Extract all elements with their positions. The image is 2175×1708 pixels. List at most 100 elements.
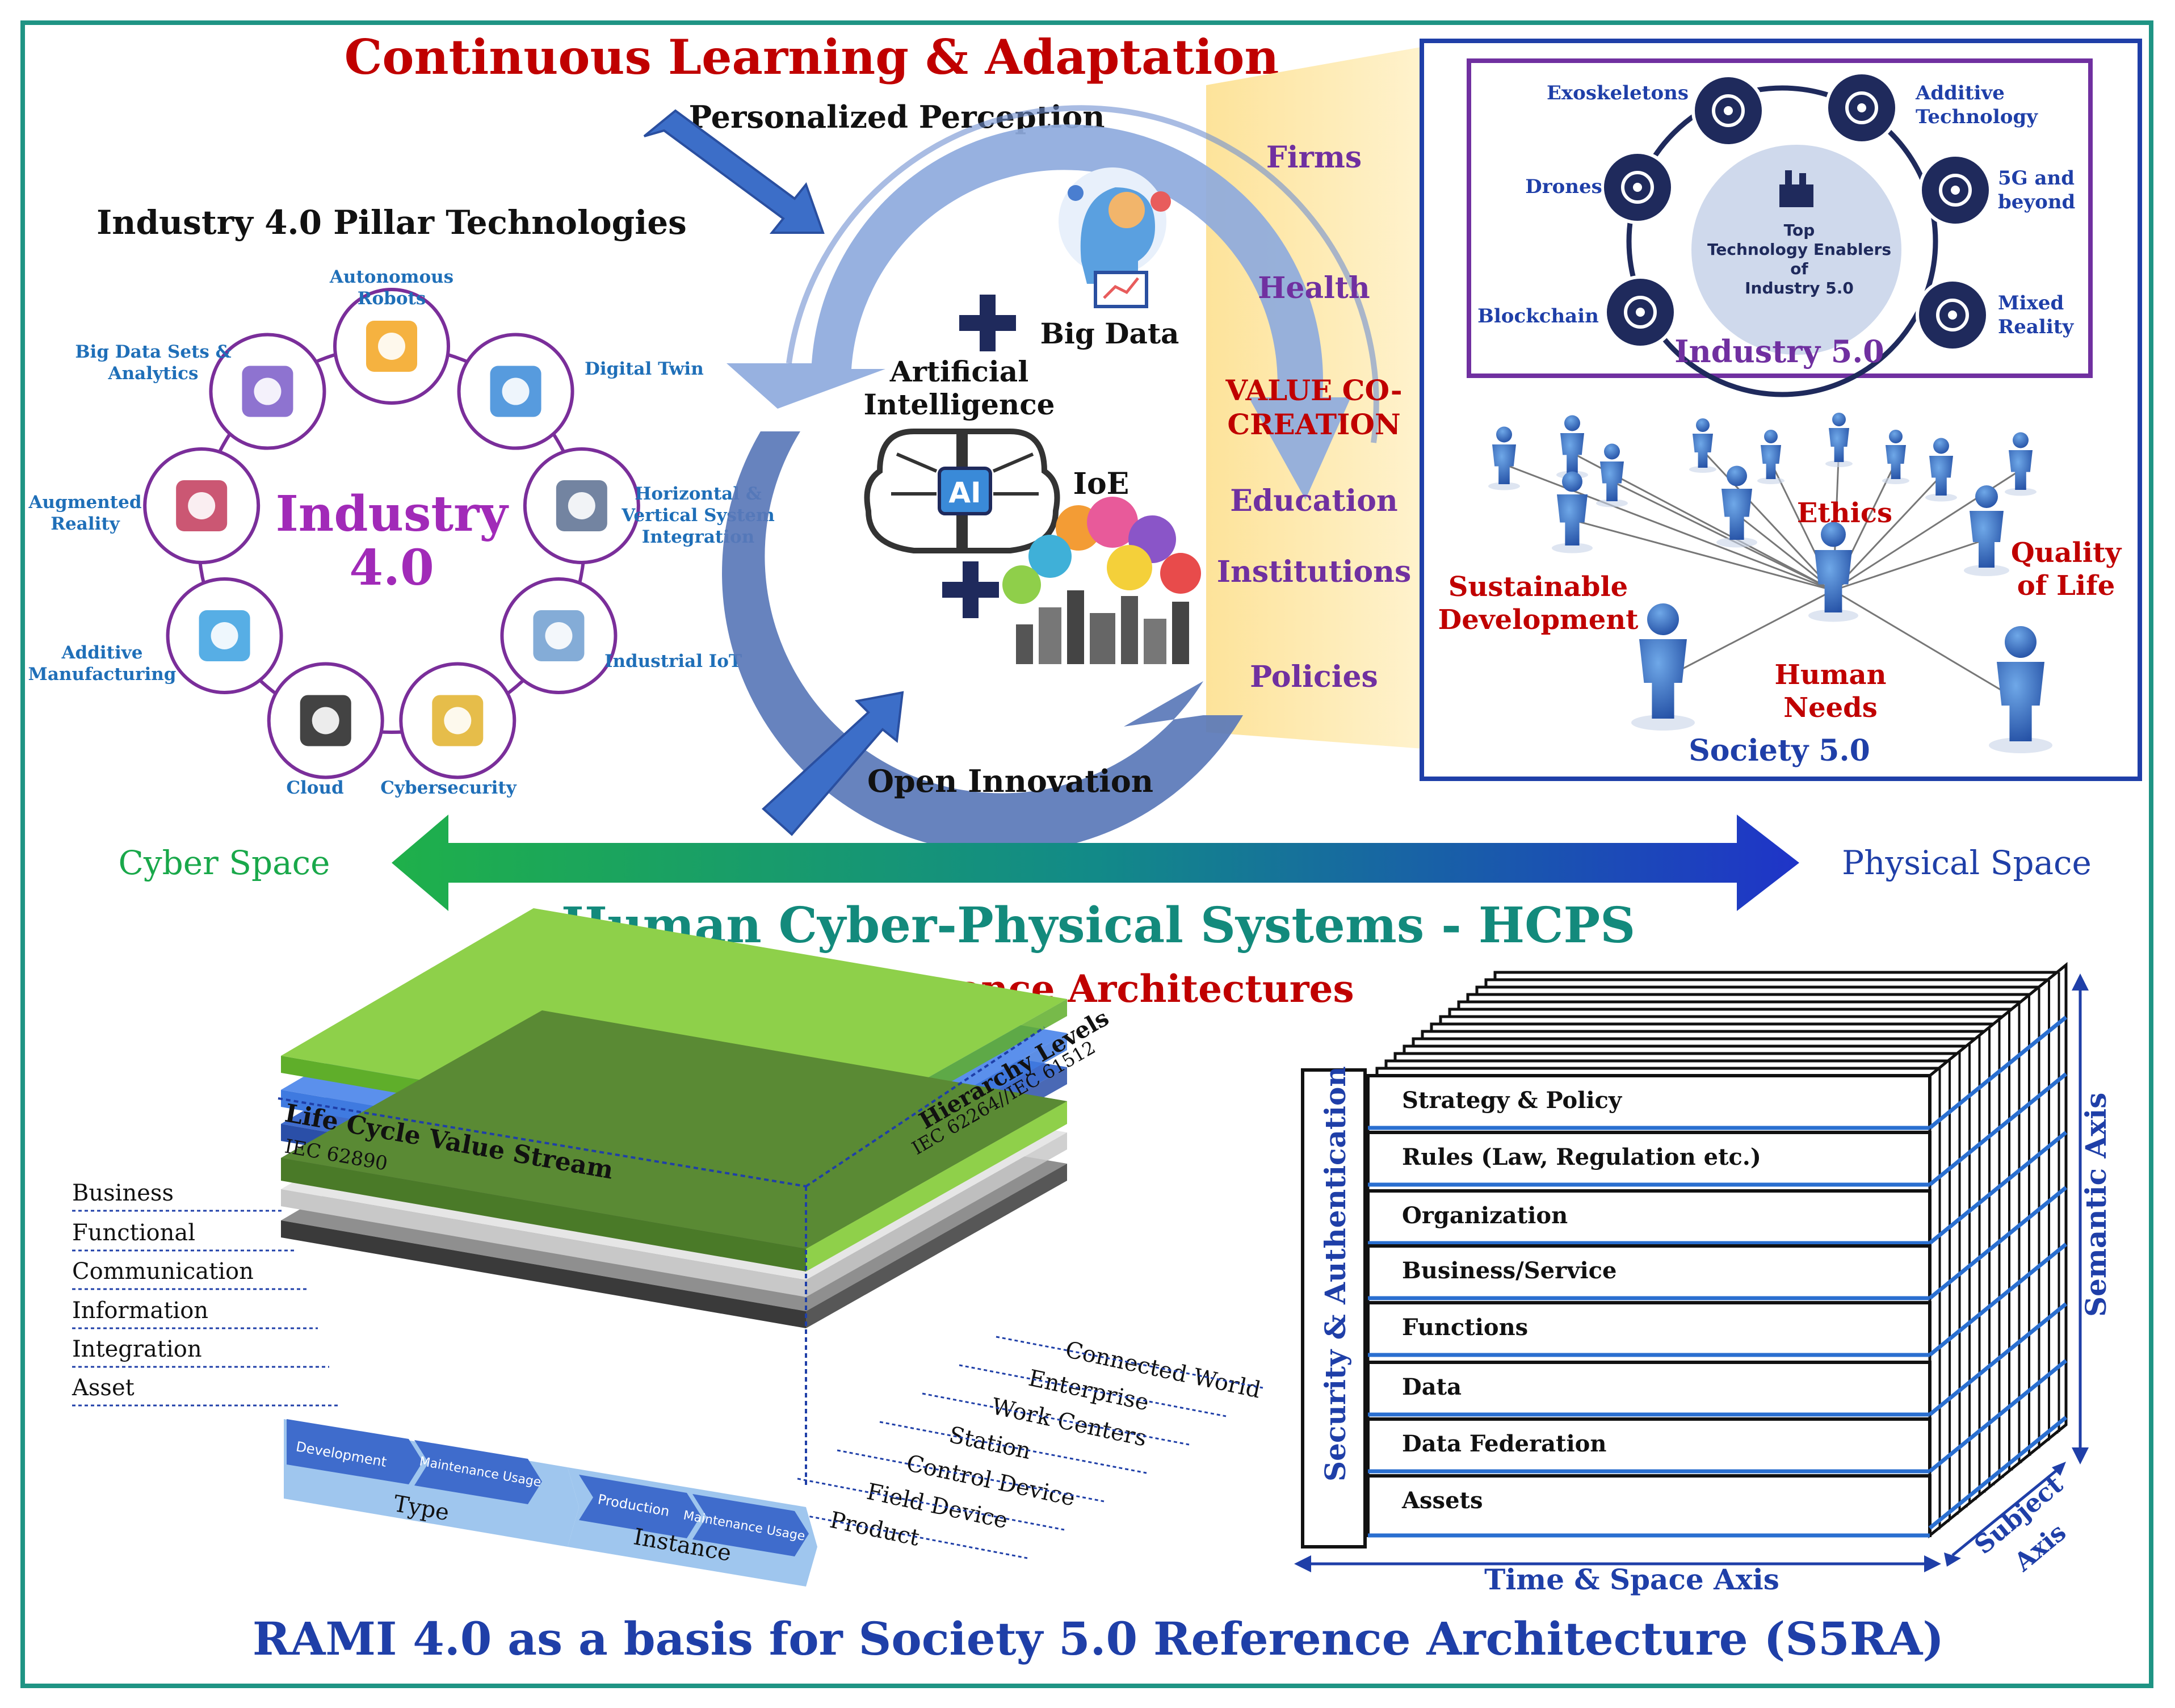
rami-layer-front — [281, 1189, 806, 1297]
factory-icon — [1779, 170, 1813, 207]
rami-layer-label: Functional — [72, 1220, 195, 1246]
industry50-node-label: 5G and — [1998, 167, 2075, 190]
s5ra-layer — [1366, 1189, 1932, 1245]
perception-arrow — [643, 109, 825, 234]
ar-icon — [176, 480, 228, 531]
person-icon — [1631, 603, 1695, 731]
plus-icon — [959, 295, 1016, 351]
s5ra-security-column — [1301, 1068, 1367, 1548]
person-icon — [1825, 413, 1853, 467]
industry40-node-label: Manufacturing — [28, 664, 177, 685]
industry40-center-line1: Industry — [276, 485, 510, 543]
industry50-center-text: Industry 5.0 — [1745, 279, 1854, 297]
network-link — [1572, 519, 1834, 591]
ai-label-line2: Intelligence — [863, 388, 1055, 421]
industry40-node-label: Cloud — [286, 778, 343, 798]
rami-top-front — [281, 1158, 806, 1271]
rami-layer-label: Asset — [72, 1375, 135, 1401]
s5ra-layer — [1366, 1361, 1932, 1416]
s5ra-semantic-axis-label: Semantic Axis — [2079, 1093, 2113, 1317]
exoskeleton-icon — [1712, 94, 1745, 127]
rami-hierarchy-leader — [922, 1392, 1190, 1446]
rami-layer-labels: BusinessFunctionalCommunicationInformati… — [72, 1180, 341, 1407]
society-network — [1488, 413, 2052, 753]
digital-twin-icon — [490, 366, 541, 417]
hierarchy-axis-line — [805, 1026, 1045, 1187]
plus-icon — [942, 561, 999, 618]
rami-layer-label: Communication — [72, 1258, 254, 1285]
industry50-title: Industry 5.0 — [1674, 333, 1884, 370]
additive-icon — [1845, 91, 1878, 124]
network-link — [1736, 513, 1834, 591]
center-cycle — [643, 45, 1430, 853]
network-link — [1611, 480, 1834, 591]
network-link — [1702, 450, 1834, 591]
society-sustainable-line1: Sustainable — [1448, 571, 1628, 603]
person-icon — [1925, 438, 1957, 502]
s5ra-layer-label: Data — [1402, 1374, 1462, 1400]
drone-icon — [1621, 171, 1654, 204]
industry40-heading: Industry 4.0 Pillar Technologies — [96, 203, 687, 242]
network-link — [1504, 463, 1834, 591]
industry40-node-label: Reality — [51, 514, 120, 534]
network-link — [1662, 589, 1834, 680]
s5ra-layer — [1366, 1417, 1932, 1473]
ai-brain-icon — [864, 429, 1060, 553]
industry50-node-label: Drones — [1525, 175, 1602, 198]
person-icon — [1689, 418, 1716, 473]
society-quality-line2: of Life — [2017, 570, 2115, 602]
rami-layer-side — [806, 1164, 1067, 1328]
lifecycle-axis-line — [278, 1097, 807, 1187]
industry50-node-label: beyond — [1998, 191, 2075, 213]
industry40-node-label: Analytics — [108, 363, 199, 384]
value-item-label: Firms — [1266, 140, 1362, 175]
rami-layer-label: Information — [72, 1298, 208, 1324]
person-icon — [1882, 430, 1909, 484]
s5ra-time-axis-label: Time & Space Axis — [1484, 1563, 1779, 1596]
rami-hierarchy-leader — [879, 1421, 1147, 1474]
cycle-arrow-top — [727, 124, 1351, 500]
s5ra-layer — [1366, 1474, 1932, 1537]
person-icon — [1488, 426, 1520, 490]
gears-icon — [556, 480, 607, 531]
industry40-center-line2: 4.0 — [349, 539, 434, 597]
robot-arm-icon — [366, 321, 417, 372]
s5ra-layer-label: Assets — [1401, 1487, 1483, 1514]
rami-layer-side — [806, 1132, 1067, 1297]
big-data-icon — [1059, 167, 1171, 308]
big-data-label: Big Data — [1040, 317, 1179, 350]
industry50-node-label: Blockchain — [1477, 305, 1599, 328]
value-cocreation-line2: CREATION — [1227, 408, 1400, 441]
ai-label-line1: Artificial — [889, 355, 1028, 388]
value-item-label: Policies — [1250, 660, 1378, 694]
rami-layer-label: Business — [72, 1180, 174, 1206]
society-needs-line2: Needs — [1783, 692, 1878, 724]
society-needs-line1: Human — [1774, 659, 1886, 691]
rami-hierarchy-leader — [959, 1364, 1227, 1417]
industry50-node-label: Mixed — [1998, 292, 2064, 314]
rami-hierarchy-leader — [837, 1449, 1105, 1503]
s5ra-layer-label: Business/Service — [1402, 1257, 1616, 1284]
rami-layer-label: Integration — [72, 1336, 202, 1362]
s5ra-layer-label: Organization — [1402, 1202, 1568, 1229]
person-icon — [1552, 471, 1593, 553]
industry40-node-label: Digital Twin — [585, 359, 704, 379]
industry50-node-label: Reality — [1998, 316, 2074, 338]
industry40-node-label: Augmented — [28, 492, 141, 513]
rami-layer-front — [281, 1220, 806, 1328]
physical-space-label: Physical Space — [1842, 843, 2092, 882]
person-icon — [1596, 443, 1628, 507]
society-quality-line1: Quality — [2011, 537, 2122, 569]
rami-top-side — [806, 1101, 1067, 1271]
open-innovation-label: Open Innovation — [867, 763, 1153, 799]
s5ra-layer-label: Rules (Law, Regulation etc.) — [1402, 1144, 1761, 1170]
ai-chip-label: AI — [948, 476, 981, 509]
network-link — [1833, 589, 2021, 703]
rami-hierarchy-leader — [996, 1336, 1263, 1389]
industry40-node-label: Industrial IoT — [604, 651, 742, 672]
mixed-reality-icon — [1936, 299, 1969, 331]
innovation-arrow — [762, 691, 904, 836]
hcps-double-arrow — [392, 815, 1799, 911]
